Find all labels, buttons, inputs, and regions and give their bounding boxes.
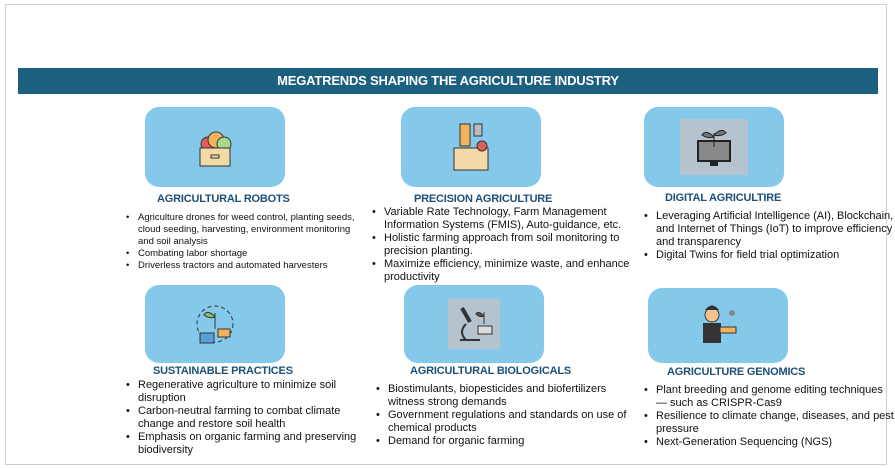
bullet: Digital Twins for field trial optimizati… — [644, 249, 895, 262]
bullet: Emphasis on organic farming and preservi… — [126, 431, 378, 457]
bullet: Holistic farming approach from soil moni… — [372, 232, 634, 258]
bullet: Biostimulants, biopesticides and biofert… — [376, 383, 638, 409]
agricultural-robots-box — [145, 107, 285, 187]
card-title: SUSTAINABLE PRACTICES — [153, 365, 293, 377]
agriculture-genomics-box — [648, 288, 788, 363]
precision-agriculture-box — [401, 107, 541, 187]
bullet: Combating labor shortage — [126, 248, 368, 260]
digital-agriculture-box — [644, 107, 784, 187]
card-title: AGRICULTURAL ROBOTS — [157, 193, 290, 205]
sustainable-practices-box — [145, 285, 285, 363]
bullet: Agriculture drones for weed control, pla… — [126, 212, 368, 248]
bullet: Next-Generation Sequencing (NGS) — [644, 436, 895, 449]
bullet: Variable Rate Technology, Farm Managemen… — [372, 206, 634, 232]
card-title: PRECISION AGRICULTURE — [414, 193, 553, 205]
plant-monitor-icon — [697, 129, 731, 166]
sustainable-hand-plant-icon — [196, 305, 234, 344]
agricultural-biologicals-box — [404, 285, 544, 363]
bullet: Plant breeding and genome editing techni… — [644, 384, 895, 410]
card-title: AGRICULTURE GENOMICS — [667, 366, 806, 378]
bullet: Government regulations and standards on … — [376, 409, 638, 435]
fruit-crate-icon — [199, 131, 232, 167]
bullet: Carbon-neutral farming to combat climate… — [126, 405, 378, 431]
bullet: Resilience to climate change, diseases, … — [644, 410, 895, 436]
card-title: AGRICULTURAL BIOLOGICALS — [410, 365, 572, 377]
farm-data-box-icon — [453, 123, 489, 170]
card-title: DIGITAL AGRICULTIRE — [665, 192, 782, 204]
bullet: Maximize efficiency, minimize waste, and… — [372, 258, 634, 284]
microscope-plant-icon — [460, 307, 493, 341]
bullet: Driverless tractors and automated harves… — [126, 260, 368, 272]
bullet: Regenerative agriculture to minimize soi… — [126, 379, 378, 405]
bullet: Leveraging Artificial Intelligence (AI),… — [644, 210, 895, 249]
bullet: Demand for organic farming — [376, 435, 638, 448]
scientist-icon — [703, 305, 737, 343]
banner-title: MEGATRENDS SHAPING THE AGRICULTURE INDUS… — [18, 68, 878, 94]
